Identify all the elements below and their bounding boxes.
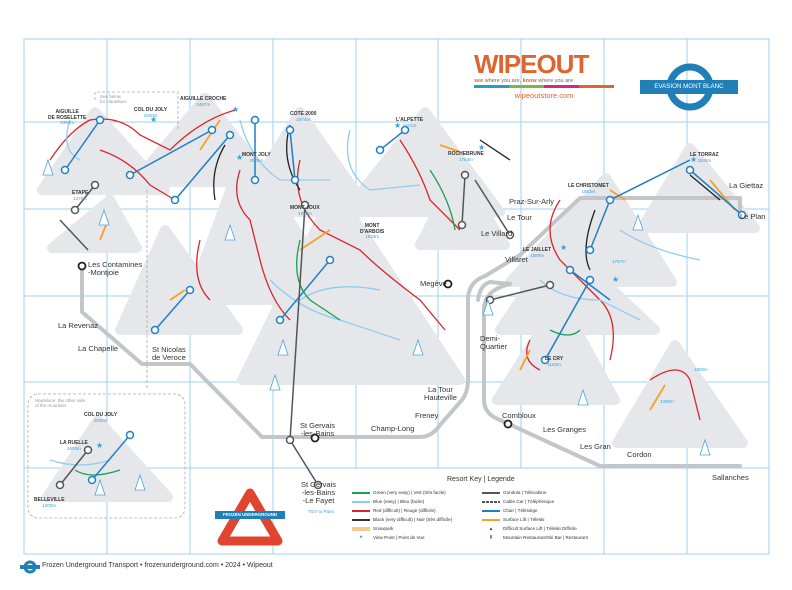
station-le-villard: Le Villard <box>481 229 513 238</box>
wipeout-url[interactable]: wipeoutstore.com <box>514 91 574 100</box>
view-point-icons: ★ ★ ★ ★ ★ ★ ★ ★ ★ <box>96 105 697 450</box>
station-le-plan: Le Plan <box>740 212 766 221</box>
station-combloux: Combloux <box>502 411 536 420</box>
legend-blue: Blue (easy) | Bleu (facile) <box>352 499 424 504</box>
tree-icons <box>42 158 711 496</box>
svg-text:★: ★ <box>236 153 243 162</box>
svg-text:★: ★ <box>612 275 619 284</box>
station-st-nicolas: St Nicolas de Veroce <box>152 345 186 362</box>
color-bar <box>474 85 614 88</box>
wipeout-wordmark: WIPEOUT <box>474 49 589 79</box>
restaurant-icon: ▮ <box>489 534 493 539</box>
svg-text:★: ★ <box>96 441 103 450</box>
legend-chair: Chair | Télésiège <box>482 508 538 513</box>
station-la-tour: La Tour Hauteville <box>424 385 457 402</box>
tagline-see: see <box>474 78 484 84</box>
station-freney: Freney <box>415 411 439 420</box>
station-megeve: Megève <box>420 279 447 288</box>
peak-label: 1800m <box>694 367 708 372</box>
station-villaret: Villaret <box>505 255 528 264</box>
legend-black: Black (very difficult) | Noir (très diff… <box>352 517 452 522</box>
lifts <box>55 115 747 490</box>
legend-snowpark: Snowpark <box>352 526 393 531</box>
station-chapelle: La Chapelle <box>78 344 119 353</box>
pistes <box>49 109 736 476</box>
wipeout-logo: WIPEOUT see where you are, know where yo… <box>474 50 614 100</box>
station-gran: Les Gran <box>580 442 611 451</box>
legend-gondola: Gondola | Télécabine <box>482 490 547 495</box>
tagline-end: where you are <box>536 78 574 84</box>
station-champ-long: Champ-Long <box>371 424 415 433</box>
warning-icon: ▲ <box>488 526 494 531</box>
footer-text: Frozen Underground Transport • frozenund… <box>42 562 273 569</box>
tagline-mid: where you are, <box>483 78 523 84</box>
peak-label: 1757m <box>612 259 626 264</box>
footer-roundel <box>20 560 40 574</box>
mountains <box>37 93 760 502</box>
frozen-underground-label: FROZEN UNDERGROUND <box>215 511 285 519</box>
station-le-fayet: St Gervais -les-Bains -Le Fayet <box>301 480 337 505</box>
svg-text:★: ★ <box>478 143 485 152</box>
svg-text:★: ★ <box>690 155 697 164</box>
legend-restaurant: ▮Mountain Restaurant/Ski Bar | Restauran… <box>482 534 588 540</box>
station-cordon: Cordon <box>627 450 652 459</box>
station-la-giettaz: La Giettaz <box>729 181 764 190</box>
tagline-know: know <box>522 78 537 84</box>
svg-text:★: ★ <box>150 115 157 124</box>
insets <box>27 91 186 519</box>
svg-text:★: ★ <box>394 121 401 130</box>
wipeout-tagline: see where you are, know where you are <box>474 78 614 84</box>
station-markers <box>77 261 513 443</box>
star-icon: ★ <box>358 534 364 539</box>
station-sallanches: Sallanches <box>712 473 749 482</box>
station-granges: Les Granges <box>543 425 586 434</box>
legend-view-point: ★View Point | Point de Vue <box>352 534 425 540</box>
hauteluce-note: Hauteluce: the other side of the mountai… <box>35 398 86 408</box>
footer: Frozen Underground Transport • frozenund… <box>42 562 273 569</box>
legend-title: Resort Key | Legende <box>447 476 515 483</box>
peak-label: 1300m <box>660 399 674 404</box>
station-demi-quartier: Demi- Quartier <box>480 334 508 351</box>
station-revenaz: La Revenaz <box>58 321 99 330</box>
tgv-label: TGV to Paris <box>308 509 334 514</box>
legend-green: Green (very easy) | Vert (très facile) <box>352 490 446 495</box>
station-contamines: Les Contamines -Montjoie <box>88 260 143 277</box>
see-below-note: See below for Hauteluce <box>100 94 127 104</box>
station-st-gervais: St Gervais -les-Bains <box>300 421 336 438</box>
legend-difficult-lift: ▲Difficult Surface Lift | Téléski Diffic… <box>482 526 577 531</box>
evasion-mont-blanc-label: EVASION MONT BLANC <box>640 80 738 94</box>
station-le-tour: Le Tour <box>507 213 532 222</box>
legend-surface-lift: Surface Lift | Téléski <box>482 517 544 522</box>
legend-cable-car: Cable Car | Téléphérique <box>482 499 554 504</box>
svg-text:★: ★ <box>232 105 239 114</box>
svg-text:★: ★ <box>560 243 567 252</box>
legend-red: Red (difficult) | Rouge (difficile) <box>352 508 436 513</box>
station-praz: Praz-Sur-Arly <box>509 197 555 206</box>
